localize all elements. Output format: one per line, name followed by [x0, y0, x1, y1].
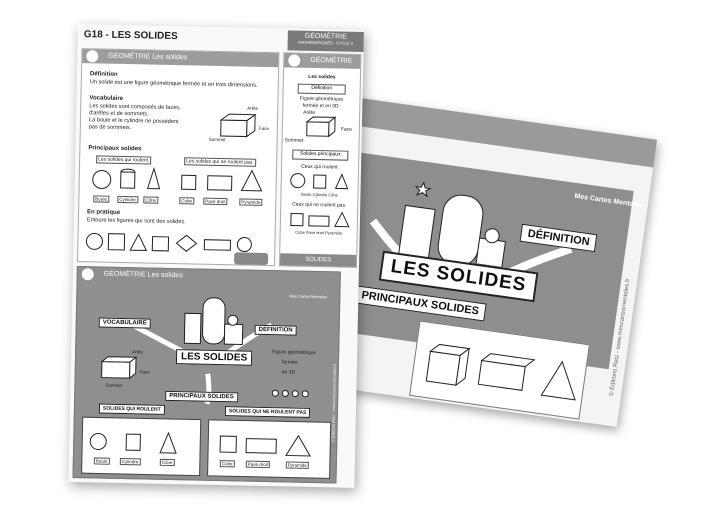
- label-arete: Arête: [247, 105, 259, 111]
- label-pyramide: Pyramide: [239, 198, 263, 206]
- summary-nonrolling-figures: [290, 211, 350, 228]
- definition-panel-header: GÉOMÉTRIE Les solides: [82, 49, 279, 68]
- practice-shapes-row[interactable]: [84, 229, 270, 257]
- mindmap-vocab-label: VOCABULAIRE: [98, 317, 151, 329]
- subject-sublabel: MATHÉMATIQUES · CYCLE 3: [298, 39, 353, 46]
- mindmap-cube: Cube: [219, 460, 235, 468]
- mindmap-satellite-icon: [227, 314, 239, 326]
- main-solids-title: Principaux solides: [88, 145, 142, 153]
- mindmap-def-label: DÉFINITION: [254, 324, 297, 336]
- mindmap-cone: Cône: [159, 458, 175, 467]
- subject-tab: GÉOMÉTRIE MATHÉMATIQUES · CYCLE 3: [287, 30, 364, 52]
- definition-text: Un solide est une figure géométrique fer…: [89, 79, 258, 89]
- back-sheet-header-band: [356, 98, 658, 168]
- label-cone: Cône: [143, 196, 159, 204]
- summary-pyramide: Pyramide: [325, 230, 343, 236]
- summary-boule: Boule: [301, 191, 312, 197]
- solids-row-figures: [92, 166, 263, 192]
- summary-noroll-label: Ceux qui ne roulent pas.: [292, 201, 347, 209]
- summary-rolling-figures: [290, 173, 349, 190]
- label-pave: Pavé droit: [203, 197, 228, 206]
- front-sheet: G18 - LES SOLIDES GÉOMÉTRIE MATHÉMATIQUE…: [68, 24, 364, 488]
- definition-panel: GÉOMÉTRIE Les solides Définition Un soli…: [77, 48, 280, 267]
- grid-icon: [234, 252, 269, 266]
- mindmap-noroll-label: SOLIDES QUI NE ROULENT PAS: [224, 406, 311, 418]
- summary-roll-label: Ceux qui roulent.: [301, 163, 340, 171]
- summary-cuboid-figure: [305, 116, 337, 138]
- definition-title: Définition: [89, 71, 118, 78]
- summary-cylindre: Cylindre: [312, 191, 328, 198]
- vocab-title: Vocabulaire: [89, 95, 124, 102]
- summary-title: Les solides: [308, 73, 336, 81]
- summary-main-box: Solides principaux: [292, 149, 349, 161]
- mindmap-main-label: PRINCIPAUX SOLIDES: [165, 390, 238, 403]
- summary-arete: Arête: [303, 109, 316, 116]
- rolling-solids-label: Les solides qui roulent.: [96, 155, 152, 165]
- label-face: Face: [258, 125, 269, 132]
- mindmap-pyramide: Pyramide: [285, 461, 309, 469]
- mindmap-panel: GÉOMÉTRIE Les solides Mes Cartes Mentale…: [72, 266, 341, 484]
- back-sheet: Mes Cartes Mentales LES SOLIDES DÉFINITI…: [319, 98, 658, 427]
- summary-footer: SOLIDES: [279, 253, 357, 267]
- summary-def-text-2: fermée et en 3D.: [302, 102, 341, 110]
- non-rolling-solids-label: Les solides qui ne roulent pas.: [184, 157, 256, 167]
- label-boule: Boule: [93, 195, 109, 203]
- summary-sommet: Sommet: [284, 137, 304, 144]
- mindmap-arete: Arête: [132, 349, 143, 355]
- summary-def-box: Définition: [297, 83, 346, 95]
- mindmap-pave: Pavé droit: [245, 460, 271, 469]
- practice-text: Entoure les figures qui sont des solides…: [86, 217, 186, 226]
- practice-title: En pratique: [86, 209, 121, 216]
- summary-panel: GÉOMÉTRIE Les solides Définition Figure …: [278, 52, 362, 268]
- mindmap-center-title: LES SOLIDES: [175, 349, 253, 366]
- label-sommet: Sommet: [208, 136, 226, 143]
- mindmap-def-text-1: Figure géométrique: [272, 349, 316, 357]
- summary-cube: Cube: [295, 229, 305, 235]
- vocab-text-4: pas de sommets.: [88, 124, 132, 132]
- sheet-header: G18 - LES SOLIDES GÉOMÉTRIE MATHÉMATIQUE…: [78, 24, 364, 52]
- mindmap-roll-label: SOLIDES QUI ROULENT: [98, 403, 165, 415]
- mindmap-sommet: Sommet: [105, 382, 123, 389]
- mindmap-face: Face: [139, 369, 150, 375]
- label-cylindre: Cylindre: [117, 195, 138, 204]
- mindmap-def-text-3: en 3D: [281, 369, 296, 376]
- sheet-title: G18 - LES SOLIDES: [83, 29, 178, 43]
- mindmap-def-text-2: fermée: [281, 359, 298, 366]
- summary-cone: Cône: [328, 192, 338, 198]
- mindmap-boule: Boule: [93, 457, 110, 465]
- vocab-cuboid-figure: [219, 113, 257, 138]
- mindmap-cylindre: Cylindre: [119, 457, 141, 466]
- satellite-dish-icon: [484, 228, 500, 244]
- label-cube: Cube: [179, 197, 195, 205]
- summary-face: Face: [340, 126, 353, 133]
- back-solids-box: [409, 320, 590, 420]
- summary-pave: Pavé droit: [305, 229, 325, 236]
- star-icon: [414, 181, 432, 198]
- summary-panel-header: GÉOMÉTRIE: [284, 53, 361, 69]
